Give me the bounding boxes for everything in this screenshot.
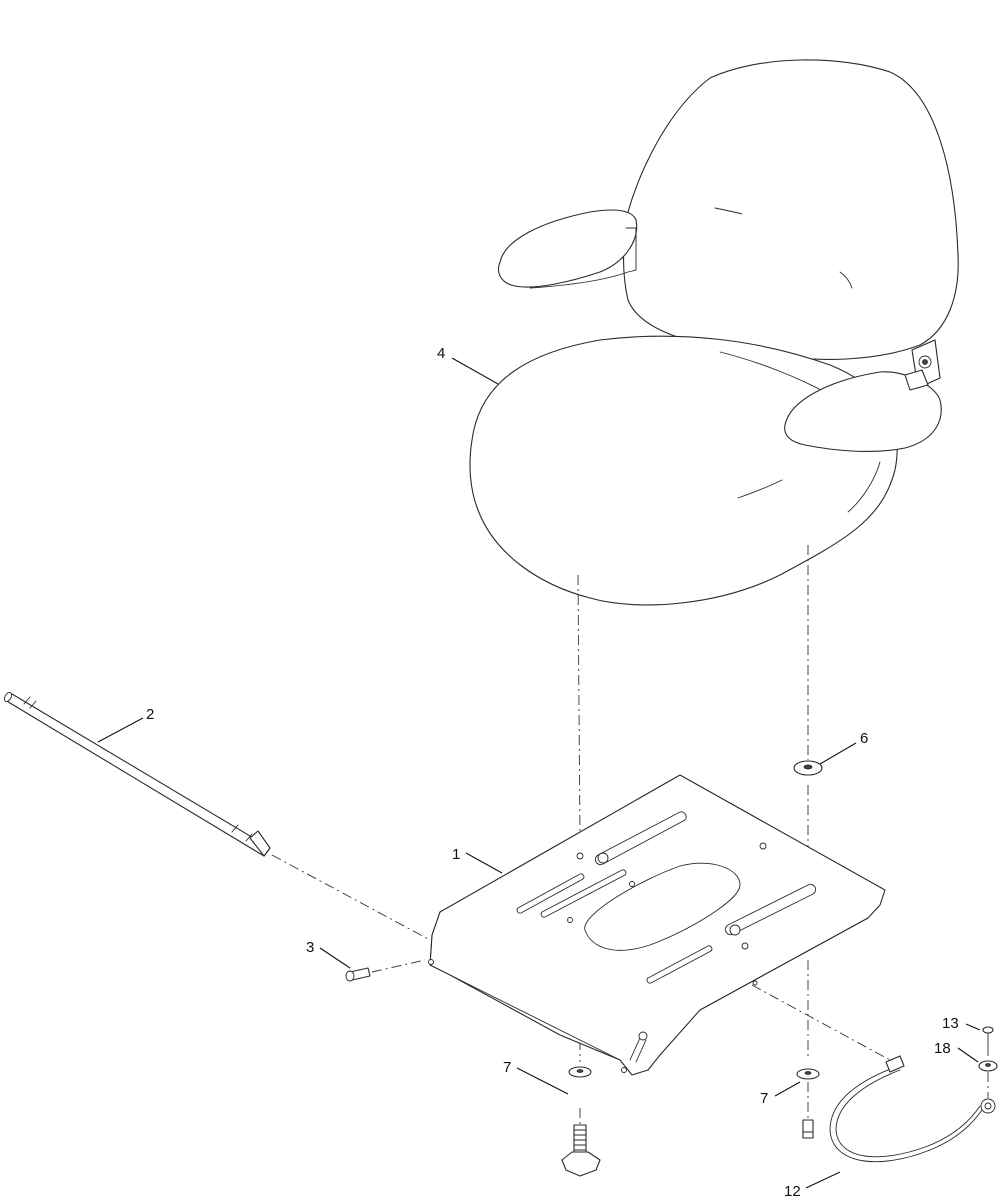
alignment-line-left <box>577 574 581 841</box>
washer-7-right <box>796 1068 820 1080</box>
callout-2: 2 <box>146 706 154 723</box>
washer-18 <box>978 1060 998 1072</box>
plate-slot <box>594 811 687 866</box>
callout-18: 18 <box>934 1040 951 1057</box>
seat-mounting-plate <box>428 774 886 1076</box>
callout-1: 1 <box>452 846 460 863</box>
callout-7-right: 7 <box>760 1090 768 1107</box>
seat-assembly <box>469 59 959 606</box>
ground-cable <box>829 1055 996 1163</box>
release-rod <box>3 691 271 857</box>
callout-12: 12 <box>784 1183 801 1200</box>
stud <box>802 1119 814 1139</box>
seat-cushion <box>469 335 898 606</box>
seat-armrest-right <box>784 371 942 453</box>
washer-7-left <box>568 1066 592 1078</box>
plate-cutout <box>584 862 741 951</box>
callout-6: 6 <box>860 730 868 747</box>
grommet-6 <box>793 760 823 776</box>
seat-backrest <box>622 59 959 360</box>
callout-4: 4 <box>437 345 445 362</box>
bolt <box>345 967 371 982</box>
callout-3: 3 <box>306 939 314 956</box>
screw-13 <box>982 1026 994 1047</box>
callout-13: 13 <box>942 1015 959 1032</box>
callout-7-left: 7 <box>503 1059 511 1076</box>
seat-armrest-left <box>497 209 638 288</box>
knob <box>561 1124 601 1177</box>
